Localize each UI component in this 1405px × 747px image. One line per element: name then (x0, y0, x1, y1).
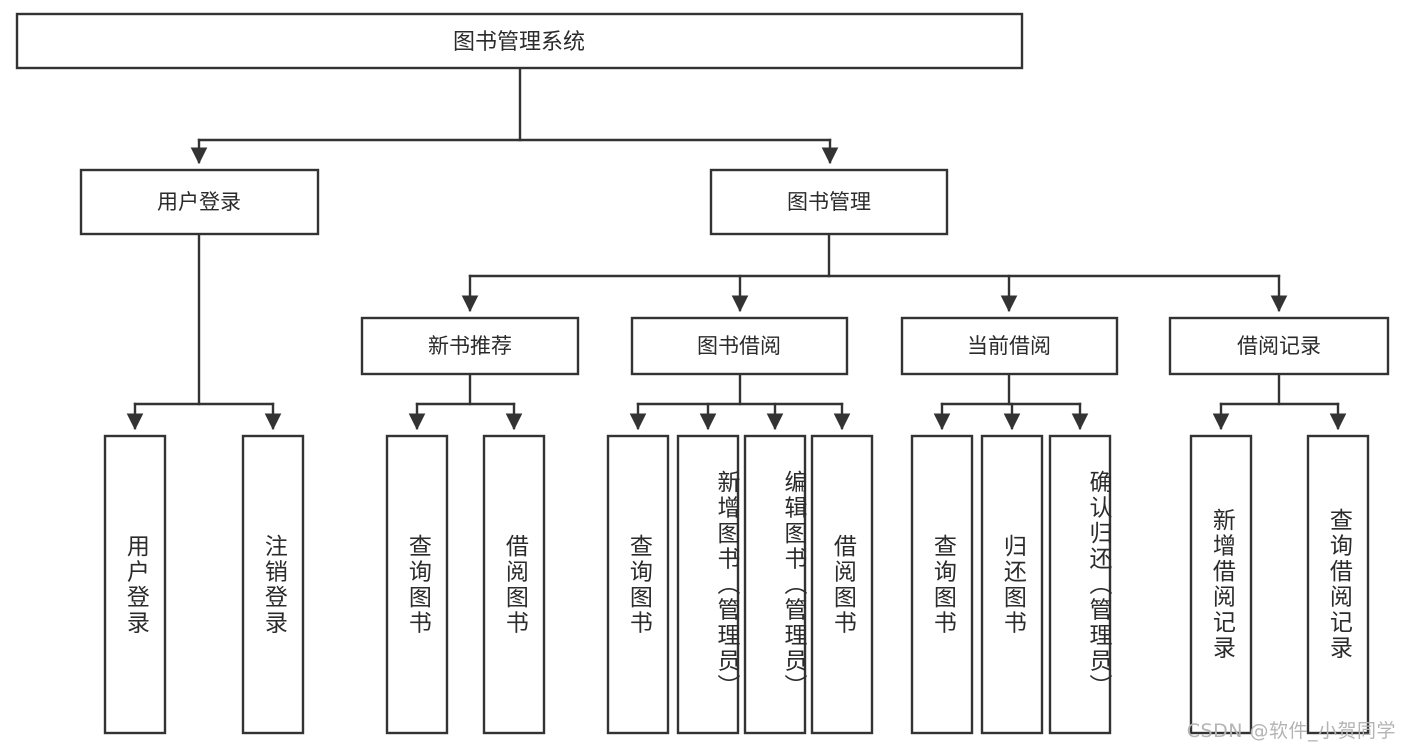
node-leaf-return-book-box[interactable] (980, 434, 1044, 735)
node-book-borrow[interactable]: 图书借阅 (630, 316, 849, 376)
node-new-book-rec-label: 新书推荐 (428, 334, 512, 358)
csdn-watermark: CSDN @软件_小贺同学 (1186, 720, 1396, 742)
node-leaf-user-login-box[interactable] (103, 434, 167, 735)
node-leaf-query-book-2-box[interactable] (606, 434, 670, 735)
node-leaf-logout-box[interactable] (241, 434, 305, 735)
node-leaf-query-record-box[interactable] (1306, 434, 1370, 735)
node-borrow-record[interactable]: 借阅记录 (1168, 316, 1390, 376)
node-leaf-query-book-1-box[interactable] (385, 434, 449, 735)
node-book-manage-label: 图书管理 (787, 190, 871, 214)
node-user-login[interactable]: 用户登录 (79, 168, 320, 236)
node-current-borrow[interactable]: 当前借阅 (900, 316, 1119, 376)
connector-group-root (190, 66, 839, 165)
node-root[interactable]: 图书管理系统 (15, 12, 1024, 70)
node-leaf-borrow-book-2-box[interactable] (810, 434, 874, 735)
connector-group-borrow-record (1212, 372, 1347, 431)
node-new-book-rec[interactable]: 新书推荐 (360, 316, 580, 376)
node-user-login-label: 用户登录 (157, 190, 241, 214)
node-leaf-borrow-book-1-box[interactable] (482, 434, 546, 735)
connector-group-new-book-rec (408, 372, 523, 431)
node-borrow-record-label: 借阅记录 (1237, 334, 1321, 358)
node-leaf-confirm-return-box[interactable] (1048, 434, 1112, 735)
node-current-borrow-label: 当前借阅 (967, 334, 1051, 358)
node-new-book-rec-box[interactable] (360, 316, 580, 376)
node-book-manage[interactable]: 图书管理 (709, 168, 949, 236)
connector-group-book-borrow (629, 372, 851, 431)
connector-group-current-borrow (933, 372, 1089, 431)
node-leaf-add-book-box[interactable] (676, 434, 740, 735)
node-leaf-edit-book-box[interactable] (743, 434, 807, 735)
connector-group-book-manage (461, 232, 1288, 313)
node-root-box[interactable] (15, 12, 1024, 70)
node-current-borrow-box[interactable] (900, 316, 1119, 376)
node-book-borrow-label: 图书借阅 (697, 334, 781, 358)
node-leaf-query-book-3-box[interactable] (910, 434, 974, 735)
node-borrow-record-box[interactable] (1168, 316, 1390, 376)
node-book-manage-box[interactable] (709, 168, 949, 236)
leaf-box-group (103, 434, 1370, 735)
node-book-borrow-box[interactable] (630, 316, 849, 376)
node-leaf-add-record-box[interactable] (1189, 434, 1253, 735)
node-root-label: 图书管理系统 (453, 30, 585, 55)
connector-group-user-login (126, 232, 282, 431)
node-user-login-box[interactable] (79, 168, 320, 236)
